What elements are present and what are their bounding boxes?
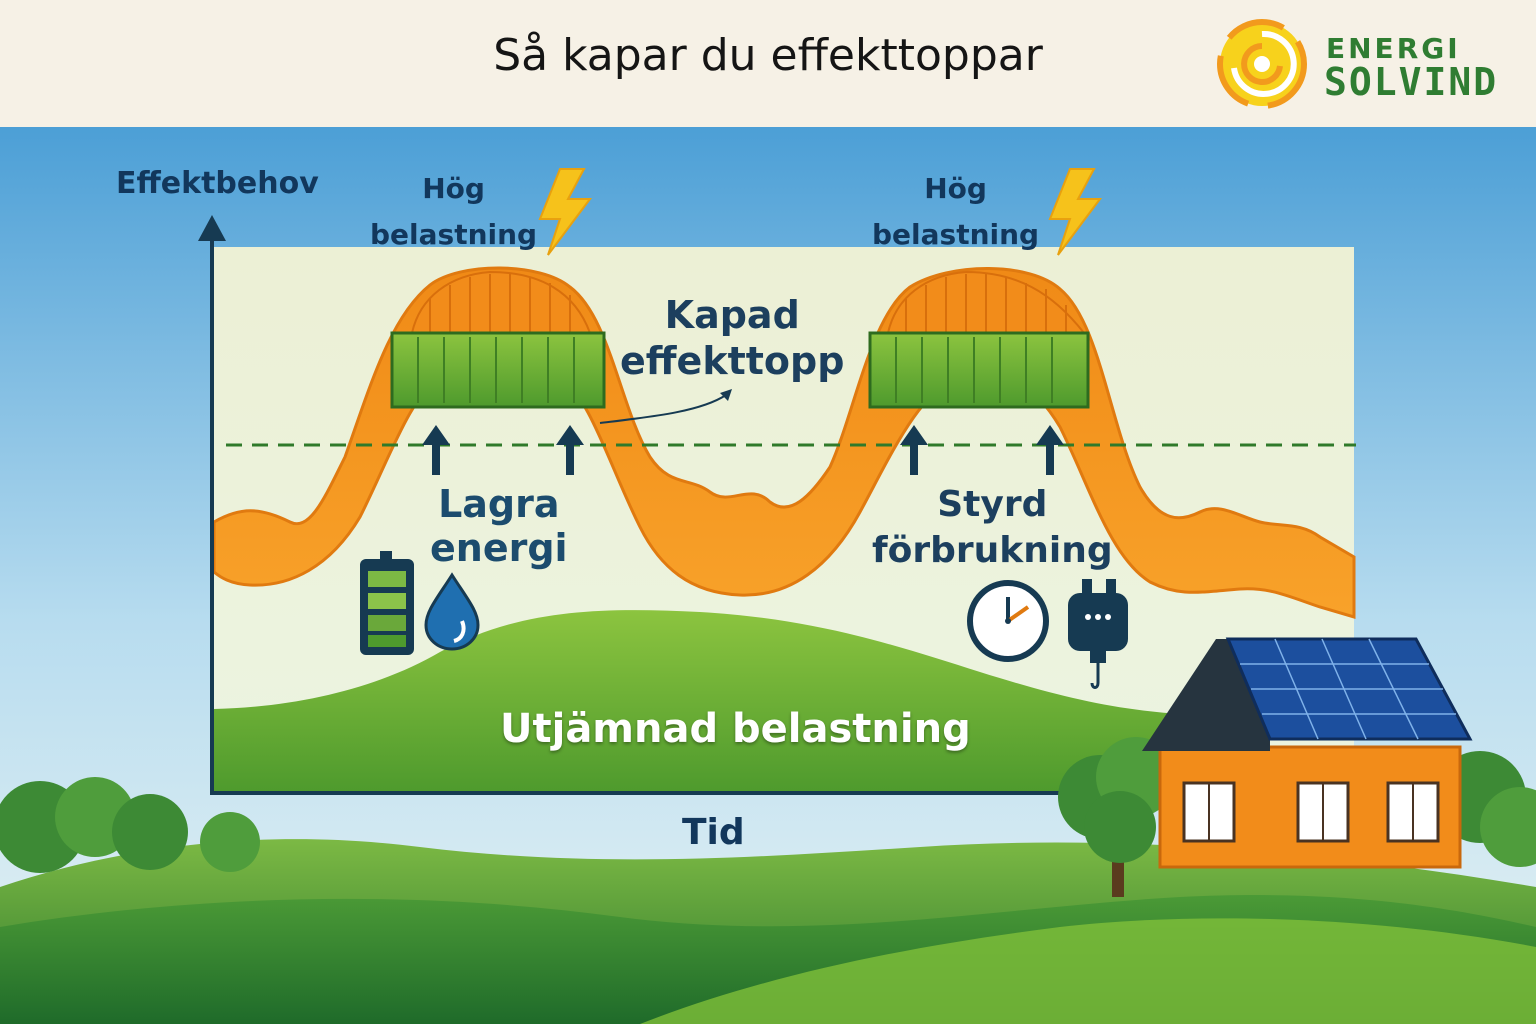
store-energy-label-line1: Lagra — [438, 482, 560, 526]
controlled-label-line2: förbrukning — [872, 530, 1113, 571]
peak-label-left-line1: Hög — [422, 172, 485, 205]
up-arrow-icon — [556, 425, 584, 475]
store-energy-label: Lagra energi — [430, 482, 568, 570]
cut-peak-label-line2: effekttopp — [620, 339, 845, 383]
tree-right — [1058, 737, 1176, 897]
page-title: Så kapar du effekttoppar — [493, 30, 1043, 81]
peak-cap-left — [410, 270, 592, 334]
peak-label-right: Hög belastning — [872, 166, 1039, 258]
logo-line1: ENERGI — [1326, 32, 1461, 65]
up-arrow-icon — [900, 425, 928, 475]
solar-panel-icon — [1225, 637, 1473, 741]
header-bar: Så kapar du effekttoppar ENERGI SOLVIND — [0, 0, 1536, 129]
cut-band-right — [868, 331, 1090, 409]
peak-cap-right — [886, 270, 1087, 334]
logo: ENERGI SOLVIND — [1214, 14, 1524, 114]
peak-label-left-line2: belastning — [370, 218, 538, 251]
smoothed-load-label: Utjämnad belastning — [500, 706, 971, 752]
cut-band-left — [390, 331, 606, 409]
trees-left — [0, 777, 260, 873]
plug-icon — [1068, 579, 1128, 689]
house-icon — [1142, 637, 1473, 869]
smoothed-load-band — [214, 610, 1200, 793]
pointer-arrow — [599, 389, 732, 424]
battery-icon — [360, 551, 414, 655]
up-arrow-icon — [422, 425, 450, 475]
sun-swirl-icon — [1217, 19, 1307, 109]
up-arrow-icon — [1036, 425, 1064, 475]
y-axis-arrow-icon — [198, 215, 226, 241]
hill-highlight — [640, 918, 1536, 1024]
clock-icon — [967, 580, 1049, 662]
axes — [198, 215, 1070, 795]
peak-label-left: Hög belastning — [370, 166, 537, 258]
lightning-icon — [538, 168, 592, 256]
up-arrows — [422, 425, 1064, 475]
y-axis-label: Effektbehov — [116, 166, 319, 201]
peak-label-right-line2: belastning — [872, 218, 1040, 251]
logo-line2: SOLVIND — [1324, 60, 1499, 104]
drop-highlight — [453, 620, 466, 643]
store-energy-label-line2: energi — [430, 526, 568, 570]
cut-peak-label-line1: Kapad — [664, 293, 800, 337]
controlled-label-line1: Styrd — [937, 484, 1048, 525]
x-axis-label: Tid — [682, 812, 745, 853]
cut-peak-label: Kapad effekttopp — [620, 292, 844, 384]
lightning-icon — [1048, 168, 1102, 256]
peak-label-right-line1: Hög — [924, 172, 987, 205]
controlled-label: Styrd förbrukning — [872, 482, 1113, 574]
diagram-canvas — [0, 127, 1536, 1024]
